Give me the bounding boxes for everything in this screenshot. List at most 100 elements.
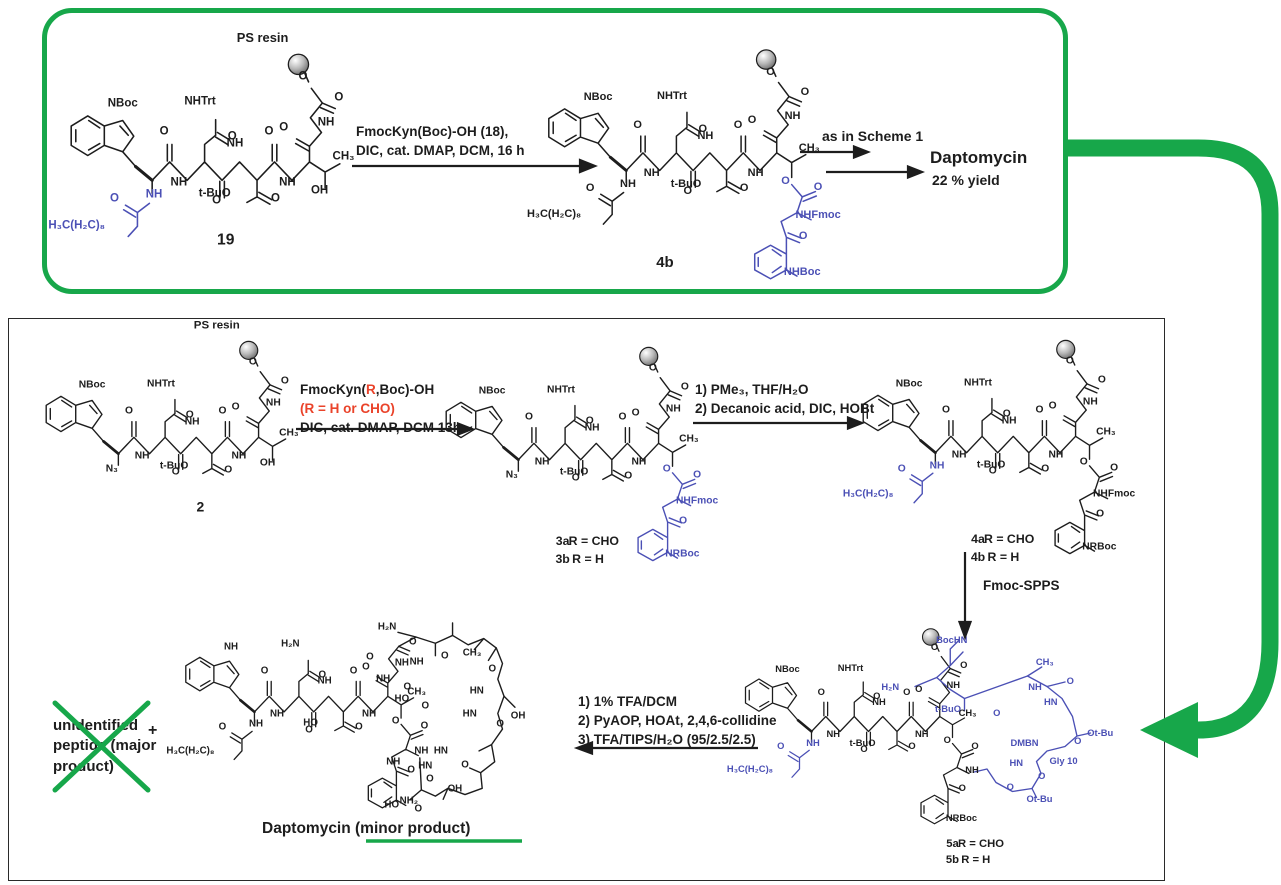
atom-label: HN xyxy=(1009,757,1024,768)
atom-label: NH xyxy=(951,449,967,461)
atom-label: O xyxy=(693,469,702,481)
reagent-text: FmocKyn(Boc)-OH ( xyxy=(356,124,485,139)
atom-label: O xyxy=(1097,373,1106,385)
atom-label: O xyxy=(571,472,580,484)
conditions-step1: FmocKyn(Boc)-OH (18), DIC, cat. DMAP, DC… xyxy=(356,124,525,158)
atom-label: R = CHO xyxy=(958,837,1004,850)
atom-label: O xyxy=(212,195,222,208)
atom-label: O xyxy=(813,181,823,194)
atom-label: H₂N xyxy=(881,681,900,692)
R-definition: (R = H or CHO) xyxy=(300,400,395,416)
atom-label: O xyxy=(648,362,657,374)
atom-label: O xyxy=(440,650,449,662)
atom-label: NBoc xyxy=(583,91,613,104)
atom-label: O xyxy=(355,721,363,733)
atom-label: HO xyxy=(303,717,318,729)
conditions-step2: FmocKyn(R,Boc)-OH (R = H or CHO) DIC, ca… xyxy=(300,382,462,435)
atom-label: HO xyxy=(394,693,410,705)
atom-label: NH xyxy=(1001,414,1017,426)
atom-label: H₃C(H₂C)₈ xyxy=(166,745,215,757)
atom-label: O xyxy=(943,735,951,746)
atom-label: O xyxy=(942,404,951,416)
atom-label: 5b xyxy=(945,854,960,867)
atom-label: O xyxy=(1065,355,1074,367)
atom-label: R = CHO xyxy=(568,533,619,548)
atom-label: O xyxy=(407,764,416,776)
atom-label: NHTrt xyxy=(547,384,575,396)
atom-label: NH₂ xyxy=(399,795,419,807)
plus-sign: + xyxy=(148,722,158,739)
atom-label: NH xyxy=(223,641,239,653)
atom-label: NHTrt xyxy=(184,95,216,108)
scheme-top-box xyxy=(42,8,1068,294)
atom-label: O xyxy=(420,721,429,733)
atom-label: O xyxy=(960,659,968,670)
atom-label: t-BuO xyxy=(670,177,702,190)
atom-label: NHTrt xyxy=(837,662,864,673)
atom-label: O xyxy=(1006,781,1014,792)
atom-label: O xyxy=(903,687,911,698)
atom-label: H₂N xyxy=(377,621,397,633)
struck-minor-product: (minor product) xyxy=(355,820,471,837)
atom-label: NH xyxy=(394,657,409,669)
atom-label: O xyxy=(739,181,749,194)
atom-label: O xyxy=(777,741,785,752)
atom-label: O xyxy=(618,411,627,423)
daptomycin-minor-caption: Daptomycin (minor product) xyxy=(262,820,471,837)
atom-label: 3b xyxy=(555,551,570,566)
atom-label: O xyxy=(218,721,227,733)
atom-label: O xyxy=(993,707,1001,718)
atom-label: t-BuO xyxy=(159,460,189,472)
atom-label: t-BuO xyxy=(198,187,231,200)
atom-label: R = H xyxy=(961,854,991,867)
atom-label: NH xyxy=(1082,396,1098,408)
atom-label: O xyxy=(231,401,240,413)
atom-label: NHBoc xyxy=(783,265,821,278)
atom-label: NH xyxy=(376,673,391,685)
atom-label: R = CHO xyxy=(984,531,1035,546)
atom-label: O xyxy=(781,174,790,187)
conditions-step4: 1) 1% TFA/DCM 2) PyAOP, HOAt, 2,4,6-coll… xyxy=(578,694,777,747)
atom-label: 2 xyxy=(196,498,205,515)
atom-label: NBoc xyxy=(895,378,923,390)
atom-label: HN xyxy=(418,760,433,772)
atom-label: O xyxy=(1041,463,1050,475)
atom-label: O xyxy=(1035,404,1044,416)
atom-label: N₃ xyxy=(105,463,118,475)
atom-label: H₂N xyxy=(281,638,300,650)
atom-label: CH₃ xyxy=(1096,426,1116,438)
atom-label: O xyxy=(585,415,594,427)
variable-R: R xyxy=(366,382,376,397)
atom-label: R = H xyxy=(572,551,604,566)
atom-label: NH xyxy=(170,176,188,189)
atom-label: O xyxy=(915,683,923,694)
atom-label: NHFmoc xyxy=(795,209,841,222)
atom-label: NH xyxy=(414,746,429,758)
atom-label: O xyxy=(218,405,227,417)
unidentified-peptide-text: unidentified peptide (major product) xyxy=(53,717,157,775)
atom-label: NH xyxy=(872,696,886,707)
atom-label: O xyxy=(362,661,370,673)
atom-label: O xyxy=(733,118,743,131)
atom-label: CH₃ xyxy=(798,142,820,155)
atom-label: NRBoc xyxy=(1082,541,1117,553)
atom-label: NH xyxy=(279,176,296,189)
atom-label: HN xyxy=(433,745,448,757)
atom-label: O xyxy=(624,470,633,482)
atom-label: O xyxy=(908,741,916,752)
atom-label: OH xyxy=(259,457,276,469)
atom-label: O xyxy=(971,740,979,751)
atom-label: O xyxy=(298,70,308,83)
atom-label: O xyxy=(662,463,671,475)
atom-label: NH xyxy=(620,178,636,191)
atom-label: O xyxy=(248,356,257,368)
atom-label: O xyxy=(873,690,881,701)
atom-label: Ot-Bu xyxy=(1026,793,1053,804)
atom-label: O xyxy=(1048,400,1057,412)
atom-label: NH xyxy=(386,756,401,768)
